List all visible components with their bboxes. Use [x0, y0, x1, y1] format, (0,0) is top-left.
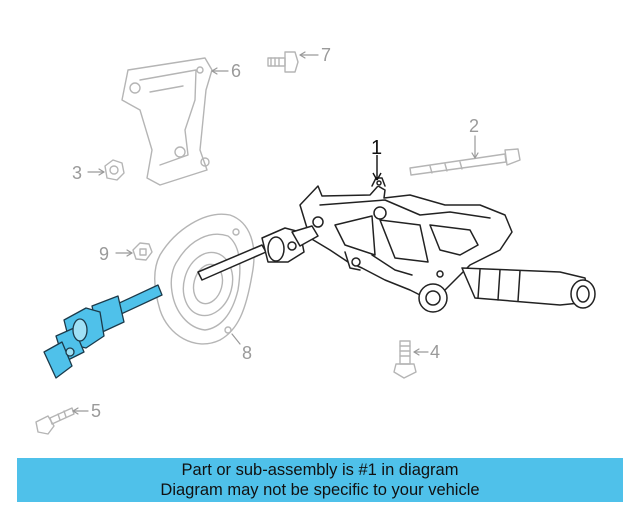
bracket-part-6 — [121, 57, 213, 186]
ghost-leader-lines — [72, 51, 479, 415]
parts-diagram — [35, 51, 596, 435]
main-leader-line — [372, 155, 382, 181]
banner-line-1: Part or sub-assembly is #1 in diagram — [181, 461, 459, 479]
info-banner: Part or sub-assembly is #1 in diagram Di… — [17, 458, 623, 502]
callout-2: 2 — [469, 116, 480, 136]
boot-part-8 — [154, 213, 255, 345]
intermediate-shaft-highlight — [43, 284, 163, 379]
callout-1: 1 — [371, 137, 383, 159]
clip-part-9 — [132, 242, 153, 261]
bolt-part-2 — [409, 148, 521, 176]
callout-3: 3 — [72, 163, 83, 183]
callout-6: 6 — [231, 61, 242, 81]
callout-5: 5 — [91, 401, 102, 421]
nut-part-3 — [104, 159, 125, 181]
banner-line-2: Diagram may not be specific to your vehi… — [160, 481, 480, 499]
callout-7: 7 — [321, 45, 332, 65]
steering-column-part-1 — [197, 177, 596, 313]
bolt-part-7 — [267, 51, 299, 73]
bolt-part-5 — [35, 407, 75, 435]
callout-8: 8 — [242, 343, 253, 363]
callout-9: 9 — [99, 244, 110, 264]
bolt-part-4 — [393, 340, 417, 379]
callout-4: 4 — [430, 342, 441, 362]
